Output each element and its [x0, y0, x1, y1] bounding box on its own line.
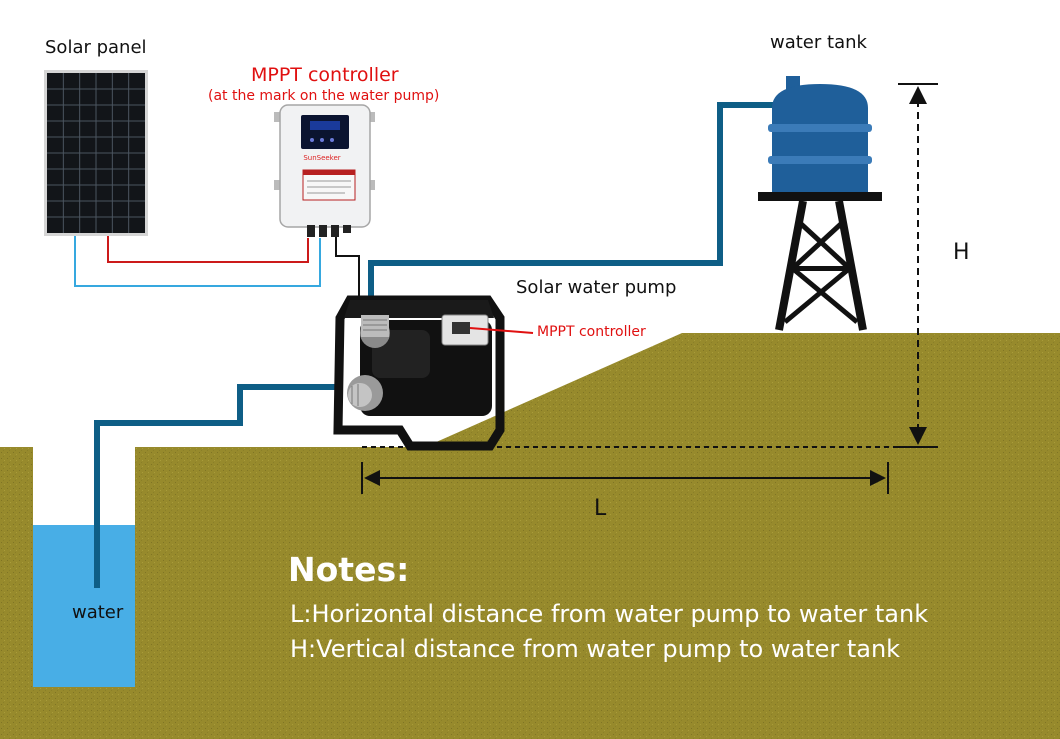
h-label: H	[953, 240, 970, 265]
solar-panel-graphic	[44, 70, 148, 236]
mppt-controller-note: (at the mark on the water pump)	[208, 88, 440, 104]
l-arrow-left	[364, 470, 380, 486]
water-label: water	[72, 602, 124, 623]
h-arrow-top	[909, 86, 927, 104]
mppt-pointer-line	[469, 327, 534, 334]
notes-heading: Notes:	[288, 550, 410, 589]
water-pipe	[94, 384, 340, 588]
well-water	[33, 525, 135, 687]
l-arrow-right	[870, 470, 886, 486]
solar-water-pump-graphic	[333, 295, 505, 451]
wire-black	[335, 230, 360, 305]
mppt-pointer-label: MPPT controller	[537, 324, 646, 340]
notes-line-l: L:Horizontal distance from water pump to…	[290, 600, 929, 628]
water-tank-label: water tank	[770, 32, 867, 53]
controller-brand: SunSeeker	[303, 154, 340, 162]
water-tank-graphic	[758, 76, 882, 331]
solar-panel-label: Solar panel	[45, 37, 147, 58]
wire-blue	[74, 236, 321, 287]
h-arrow-bottom	[909, 427, 927, 445]
notes-line-h: H:Vertical distance from water pump to w…	[290, 635, 901, 663]
l-label: L	[594, 496, 607, 521]
mppt-controller-title: MPPT controller	[251, 64, 399, 86]
outlet-pipe	[368, 102, 780, 303]
mppt-controller-graphic: SunSeeker	[274, 104, 375, 237]
wire-red	[107, 236, 309, 263]
solar-water-pump-label: Solar water pump	[516, 277, 677, 298]
ground	[0, 333, 1060, 739]
